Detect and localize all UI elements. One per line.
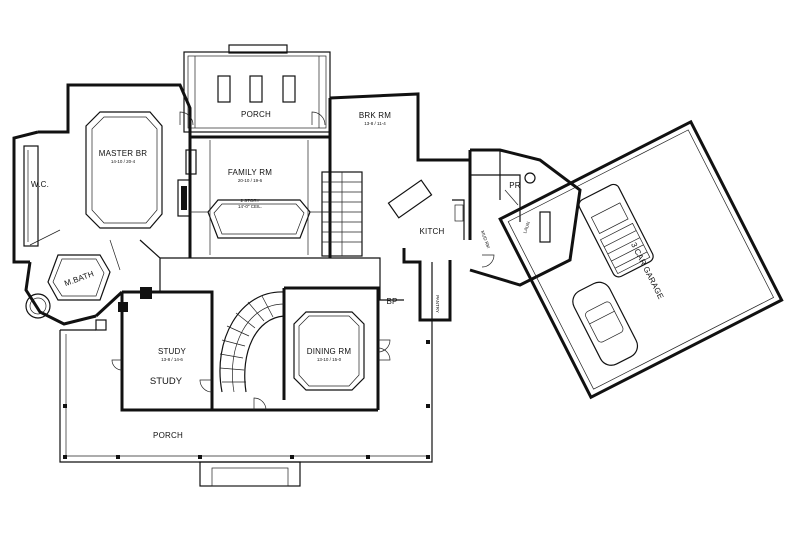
label-wic: W.C.: [31, 180, 49, 189]
label-pantry: PANTRY: [435, 295, 440, 313]
label-study-2: STUDY: [150, 376, 183, 387]
label-study: STUDY: [158, 347, 187, 356]
family-fireplace: [185, 149, 197, 175]
label-family-rm: FAMILY RM: [228, 168, 272, 177]
walk-in-closet: [23, 145, 39, 247]
master-fireplace-hearth: [181, 186, 187, 210]
dining-room-tray: [293, 311, 365, 391]
master-br-tray: [85, 111, 163, 229]
label-pr: PR: [509, 181, 521, 190]
label-rear-porch: PORCH: [241, 110, 271, 119]
front-porch: [59, 262, 433, 487]
dim-study: 13-8 / 14-6: [161, 357, 183, 362]
label-front-porch: PORCH: [153, 431, 183, 440]
dim-dining-rm: 13-10 / 15-0: [317, 357, 342, 362]
label-master-br: MASTER BR: [99, 149, 147, 158]
master-bath: [25, 229, 121, 331]
rear-stair: [321, 171, 363, 257]
label-m-bath: M.BATH: [63, 269, 95, 288]
service-wing: [504, 172, 551, 243]
car: [572, 281, 639, 366]
dim-brk-rm: 13-8 / 11-4: [364, 121, 386, 126]
exterior-walls: [12, 83, 582, 412]
label-2-story: 2 STORY: [240, 198, 259, 203]
dim-master-br: 14-10 / 20-4: [111, 159, 136, 164]
foyer-spiral-stair: [219, 291, 285, 393]
label-brk-rm: BRK RM: [359, 111, 391, 120]
label-mud-rm: MUD RM: [480, 230, 491, 249]
dim-2-story: 14'-0" CEIL.: [238, 204, 262, 209]
label-laun: LAUN: [522, 221, 531, 234]
label-kitch: KITCH: [420, 227, 445, 236]
master-fireplace: [177, 179, 191, 217]
label-dining-rm: DINING RM: [307, 347, 352, 356]
garage: [498, 119, 784, 400]
doors: [111, 111, 495, 411]
label-garage: 3 CAR GARAGE: [629, 241, 665, 301]
label-bp: BP: [386, 297, 397, 306]
dim-family-rm: 20-10 / 19-6: [238, 178, 263, 183]
family-room-tray: [190, 140, 330, 255]
kitchen: [387, 179, 465, 240]
pickup-truck: [578, 183, 654, 278]
